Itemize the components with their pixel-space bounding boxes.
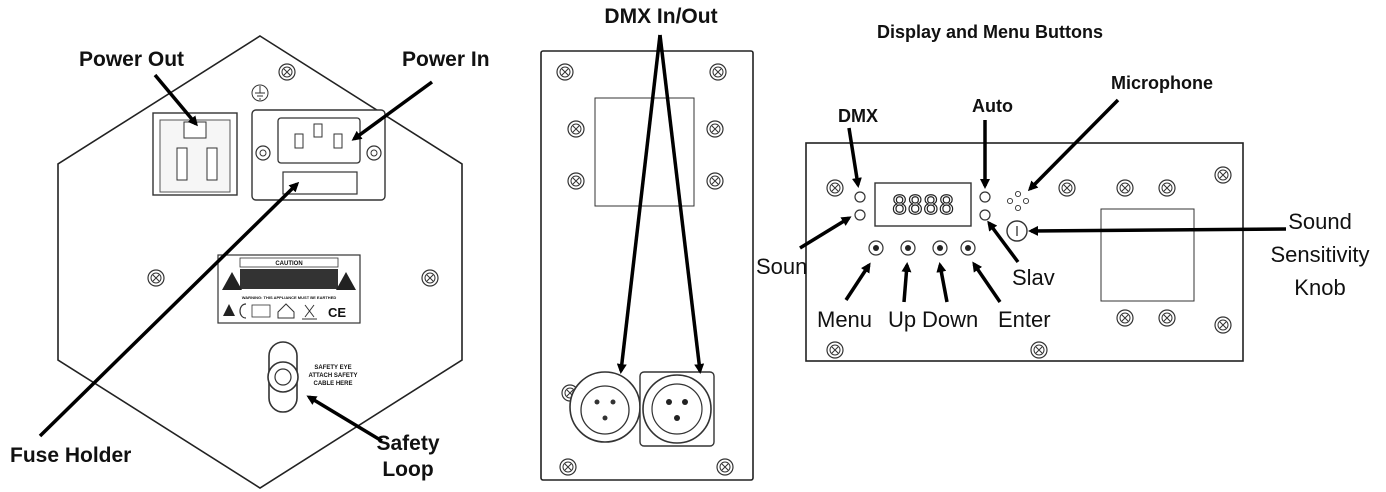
- dmx-led: [854, 191, 866, 203]
- panel-screw: [1058, 179, 1076, 197]
- dmx-panel: DMX In/Out: [540, 5, 754, 481]
- control-panel: Display and Menu Buttons 8888: [756, 22, 1370, 362]
- safety-eye-text-3: CABLE HERE: [313, 381, 352, 387]
- label-microphone: Microphone: [1111, 73, 1213, 93]
- rear-panel: CAUTION WARNING: THIS APPLIANCE MUST BE …: [10, 35, 490, 489]
- label-dmx: DMX: [838, 106, 878, 126]
- panel-screw: [1158, 179, 1176, 197]
- label-safety-loop-line1: Safety: [376, 432, 439, 455]
- arrow-up: [901, 262, 912, 303]
- arrow-dmx: [847, 127, 862, 188]
- auto-led: [979, 191, 991, 203]
- caution-title: CAUTION: [275, 261, 302, 267]
- ce-mark: CE: [328, 305, 346, 320]
- label-safety-loop-line2: Loop: [382, 458, 433, 481]
- arrow-fuse-holder: [38, 181, 300, 438]
- arrow-sound: [799, 216, 852, 250]
- panel-screw: [826, 341, 844, 359]
- microphone-icon: [1006, 190, 1030, 212]
- label-slave: Slav: [1012, 265, 1055, 290]
- label-up: Up: [888, 307, 916, 332]
- led-display: 8888: [874, 182, 972, 227]
- power-out-socket: [152, 112, 238, 196]
- arrow-menu: [844, 262, 871, 301]
- panel-screw: [709, 63, 727, 81]
- label-power-in: Power In: [402, 48, 490, 71]
- panel-screw: [421, 269, 439, 287]
- panel-screw: [706, 120, 724, 138]
- label-sound-sensitivity-line1: Sound: [1288, 209, 1352, 234]
- label-sound-sensitivity-line2: Sensitivity: [1270, 242, 1369, 267]
- panel-screw: [716, 458, 734, 476]
- dmx-out-connector: [639, 371, 715, 447]
- arrow-sound-sensitivity: [1028, 225, 1287, 236]
- label-menu: Menu: [817, 307, 872, 332]
- label-enter: Enter: [998, 307, 1051, 332]
- up-button[interactable]: [900, 240, 916, 256]
- label-power-out: Power Out: [79, 48, 184, 71]
- caution-label: CAUTION WARNING: THIS APPLIANCE MUST BE …: [217, 254, 361, 324]
- panel-screw: [826, 179, 844, 197]
- safety-eye-text-1: SAFETY EYE: [314, 365, 351, 371]
- panel-screw: [1158, 309, 1176, 327]
- arrow-down: [936, 262, 949, 303]
- arrow-microphone: [1027, 98, 1120, 192]
- arrow-safety-loop: [306, 395, 383, 443]
- panel-screw: [1116, 179, 1134, 197]
- display-digits: 8888: [892, 191, 955, 221]
- panel-screw: [1116, 309, 1134, 327]
- arrow-dmx-in: [616, 34, 662, 374]
- arrow-slave: [987, 220, 1020, 264]
- label-down: Down: [922, 307, 978, 332]
- panel-screw: [1214, 316, 1232, 334]
- panel-screw: [559, 458, 577, 476]
- panel-screw: [567, 172, 585, 190]
- enter-button[interactable]: [960, 240, 976, 256]
- safety-eye: SAFETY EYE ATTACH SAFETY CABLE HERE: [267, 341, 358, 413]
- heading-display-menu-buttons: Display and Menu Buttons: [877, 22, 1103, 42]
- caution-warning: WARNING: THIS APPLIANCE MUST BE EARTHED: [242, 295, 337, 300]
- label-auto: Auto: [972, 96, 1013, 116]
- sound-led: [854, 209, 866, 221]
- label-sound: Soun: [756, 254, 807, 279]
- panel-screw: [706, 172, 724, 190]
- down-button[interactable]: [932, 240, 948, 256]
- label-dmx-in-out: DMX In/Out: [604, 5, 717, 28]
- panel-screw: [147, 269, 165, 287]
- panel-screw: [1214, 166, 1232, 184]
- label-fuse-holder: Fuse Holder: [10, 444, 131, 467]
- ground-symbol-icon: [251, 84, 269, 102]
- menu-button[interactable]: [868, 240, 884, 256]
- arrow-enter: [972, 261, 1002, 303]
- sound-sensitivity-knob[interactable]: [1006, 220, 1028, 242]
- ground-screw: [278, 63, 296, 81]
- slave-led: [979, 209, 991, 221]
- arrow-dmx-out: [658, 34, 705, 374]
- arrow-power-out: [153, 73, 198, 127]
- panel-screw: [1030, 341, 1048, 359]
- fuse-holder: [282, 171, 358, 195]
- safety-eye-text-2: ATTACH SAFETY: [308, 373, 357, 379]
- panel-screw: [567, 120, 585, 138]
- panel-screw: [556, 63, 574, 81]
- arrow-power-in: [351, 80, 434, 141]
- label-sound-sensitivity-line3: Knob: [1294, 275, 1345, 300]
- dmx-in-connector: [569, 371, 641, 443]
